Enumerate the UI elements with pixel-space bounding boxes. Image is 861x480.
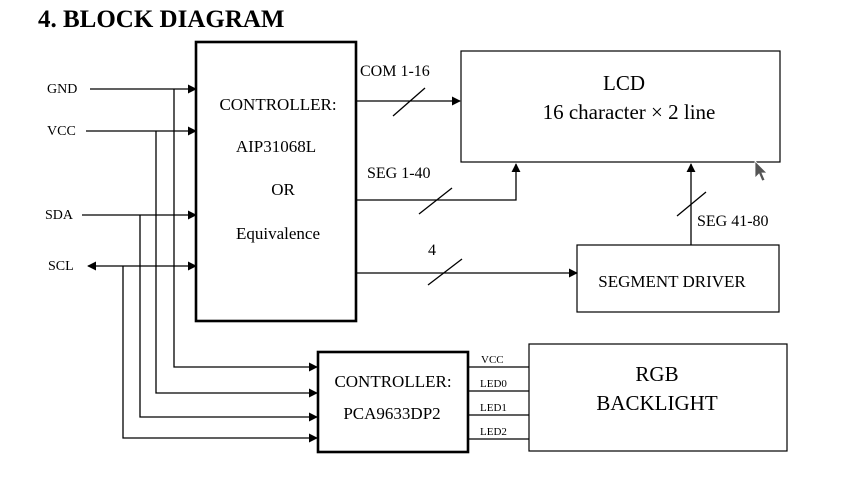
main-controller-line2: AIP31068L bbox=[236, 137, 316, 156]
segment-driver-label: SEGMENT DRIVER bbox=[598, 272, 746, 291]
seg-low-bus-label: SEG 1-40 bbox=[367, 165, 431, 182]
pin-label-sda: SDA bbox=[45, 208, 74, 223]
lcd-subtitle: 16 character × 2 line bbox=[543, 100, 716, 124]
pin-label-vcc: VCC bbox=[47, 124, 76, 139]
main-controller-line3: OR bbox=[271, 180, 295, 199]
led-controller-line2: PCA9633DP2 bbox=[343, 404, 440, 423]
gnd-branch-wire bbox=[173, 89, 318, 372]
mouse-cursor-icon bbox=[754, 160, 768, 182]
seg-high-bus-label: SEG 41-80 bbox=[697, 213, 769, 230]
driver-ctrl-bus-slash bbox=[427, 258, 463, 286]
led-controller-box bbox=[316, 350, 470, 454]
backlight-line2: BACKLIGHT bbox=[596, 391, 717, 415]
vcc-branch-wire bbox=[155, 131, 318, 398]
main-controller-line1: CONTROLLER: bbox=[219, 95, 336, 114]
led-controller-line1: CONTROLLER: bbox=[334, 372, 451, 391]
lcd-title: LCD bbox=[603, 71, 645, 95]
scl-branch-wire bbox=[122, 266, 318, 443]
seg-low-bus-slash bbox=[418, 187, 453, 215]
driver-ctrl-bus-label: 4 bbox=[428, 242, 436, 259]
backlight-box bbox=[528, 343, 788, 452]
com-bus-slash bbox=[392, 87, 426, 117]
led-label-vcc: VCC bbox=[481, 354, 504, 366]
sda-branch-wire bbox=[139, 215, 318, 422]
section-title: 4. BLOCK DIAGRAM bbox=[38, 6, 285, 33]
seg-low-bus-line bbox=[356, 163, 521, 201]
seg-high-bus-slash bbox=[676, 191, 707, 217]
pin-label-scl: SCL bbox=[48, 259, 74, 274]
main-controller-box bbox=[194, 40, 358, 323]
led-label-led1: LED1 bbox=[480, 402, 507, 414]
backlight-line1: RGB bbox=[635, 362, 678, 386]
segment-driver-box bbox=[576, 244, 780, 313]
main-controller-line4: Equivalence bbox=[236, 224, 320, 243]
com-bus-label: COM 1-16 bbox=[360, 63, 430, 80]
led-label-led0: LED0 bbox=[480, 378, 507, 390]
led-label-led2: LED2 bbox=[480, 426, 507, 438]
lcd-box bbox=[460, 50, 781, 163]
pin-label-gnd: GND bbox=[47, 82, 77, 97]
